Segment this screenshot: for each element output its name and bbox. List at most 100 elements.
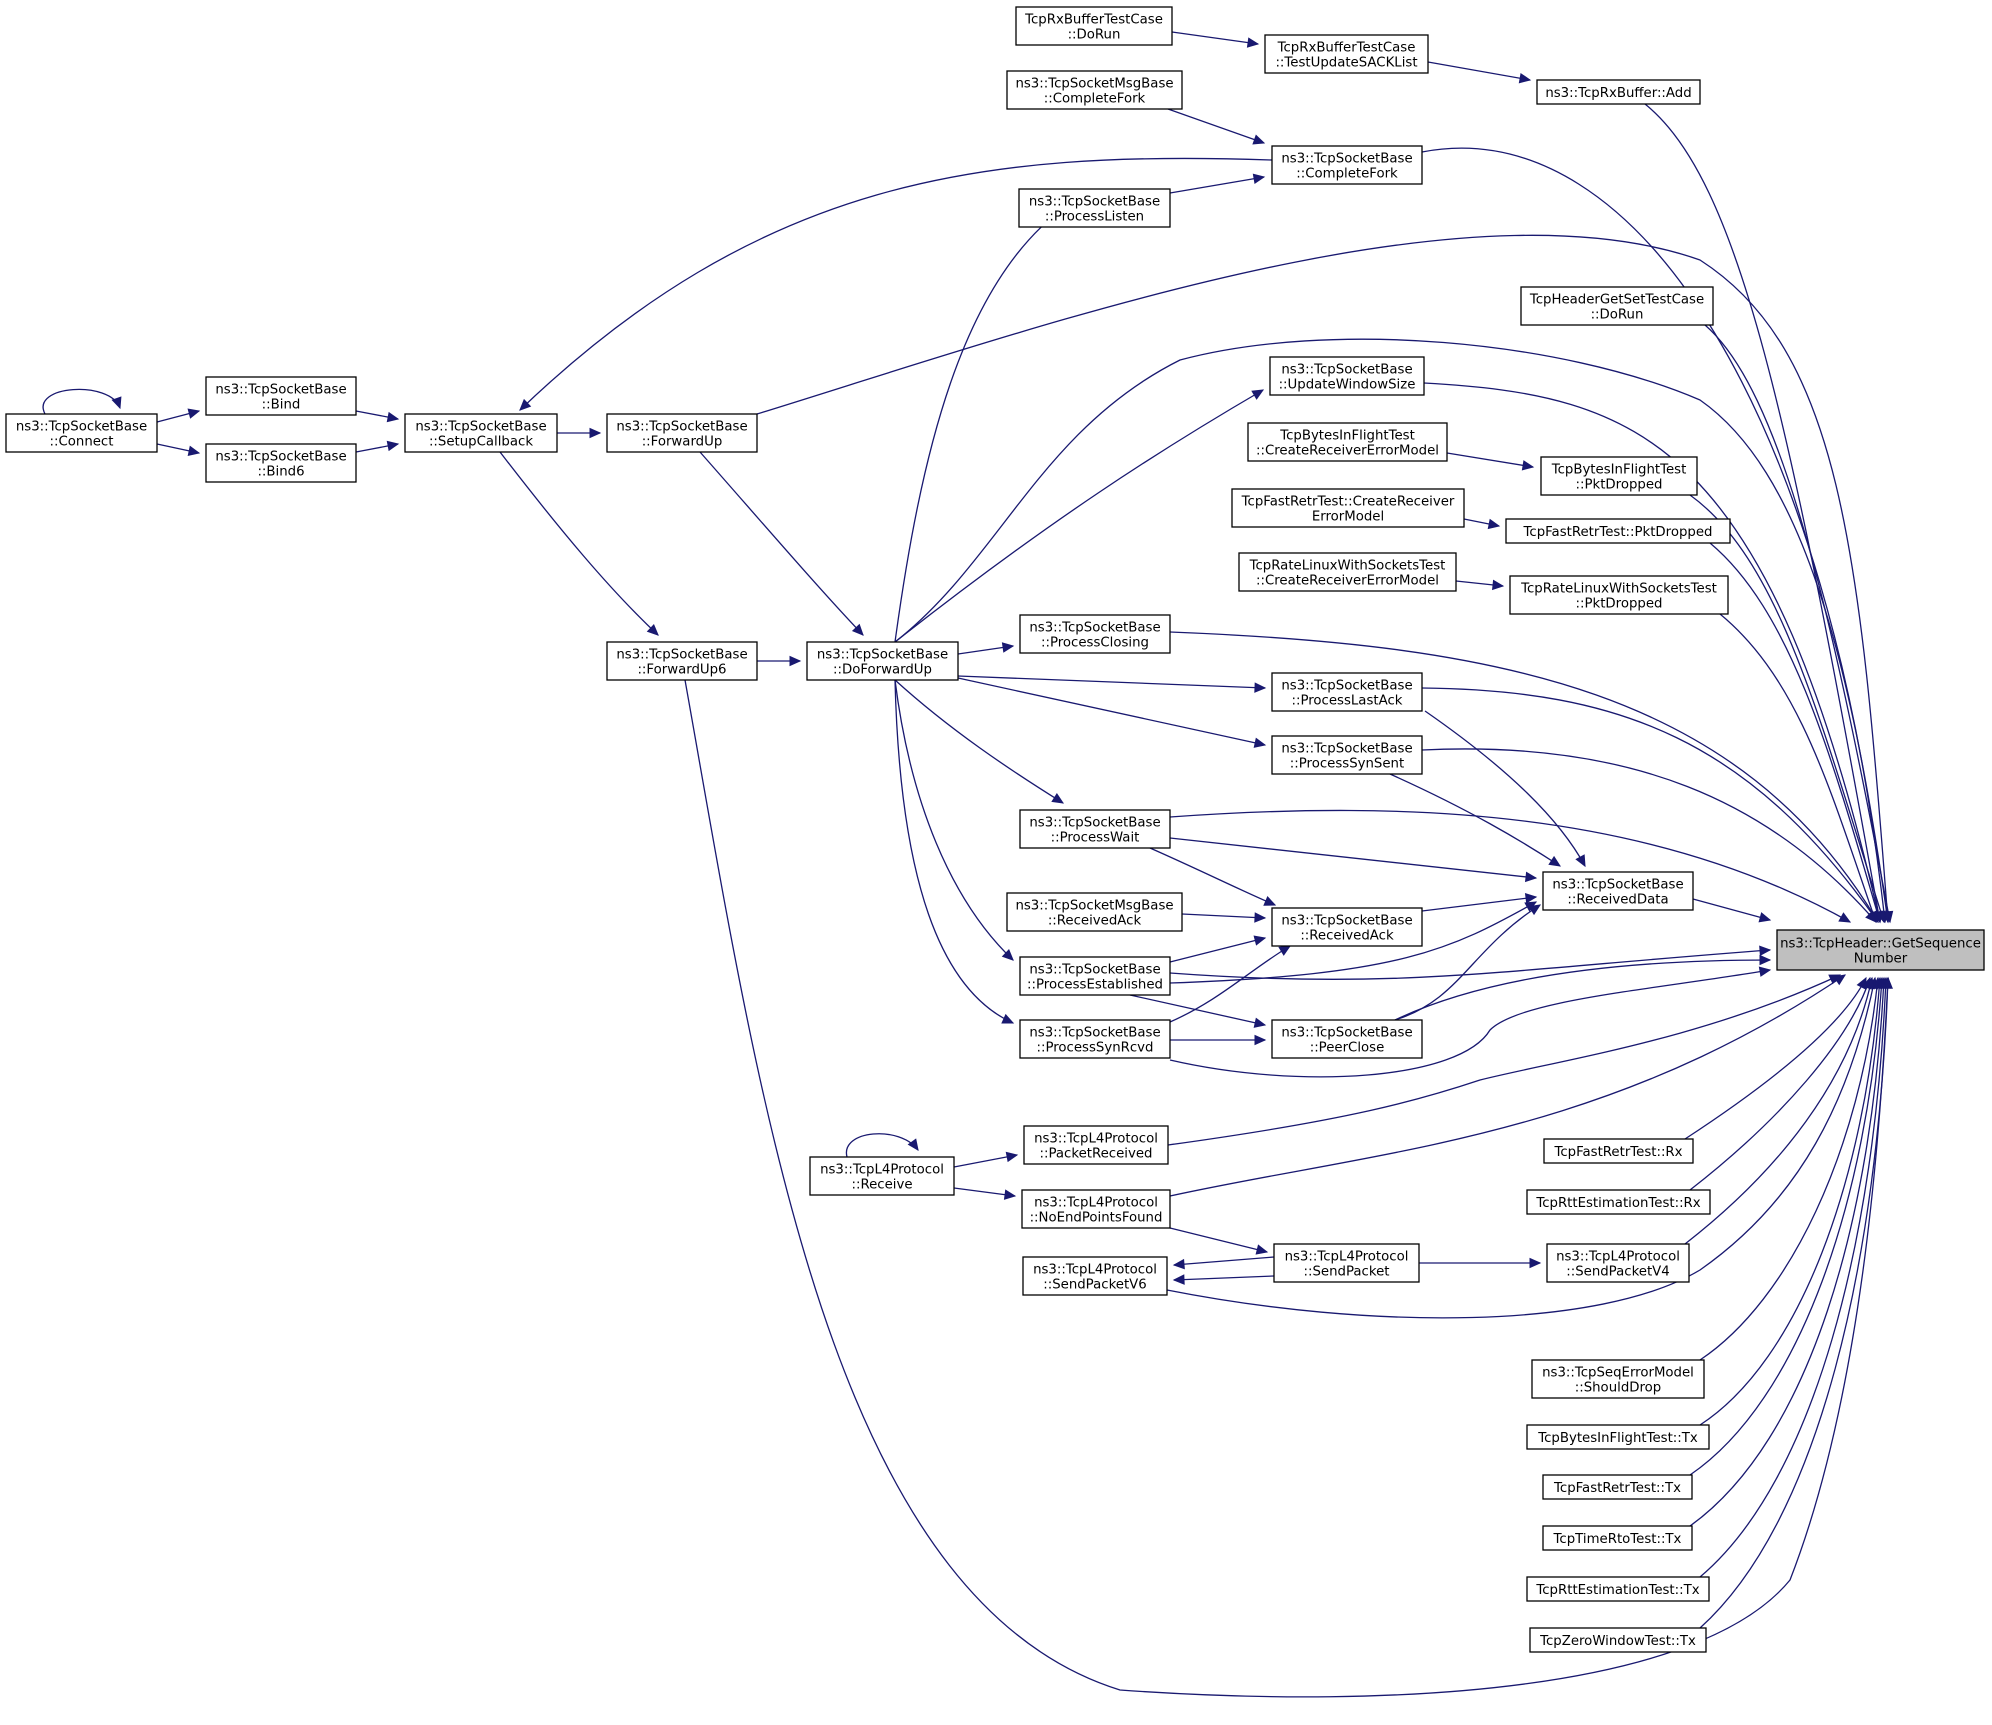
edge-setupcb-to-forwardup: [557, 427, 602, 439]
node-box: [1019, 614, 1171, 654]
node-msg_receivedack[interactable]: ns3::TcpSocketMsgBase::ReceivedAck: [1006, 892, 1183, 932]
node-box: [1509, 575, 1729, 615]
node-msg_completefork[interactable]: ns3::TcpSocketMsgBase::CompleteFork: [1006, 70, 1183, 110]
edge-doforwardup-to-wait: [894, 679, 1065, 804]
edge-synrcvd-to-peerclose: [1170, 1034, 1267, 1046]
edge-arrowhead: [386, 440, 400, 452]
node-box: [404, 413, 558, 453]
node-hdr_dorun[interactable]: TcpHeaderGetSetTestCase::DoRun: [1520, 286, 1714, 326]
node-rxbuf_dorun[interactable]: TcpRxBufferTestCase::DoRun: [1015, 6, 1173, 46]
edge-doforwardup-to-lastack: [957, 675, 1267, 693]
node-box: [1019, 809, 1171, 849]
node-label: ::SendPacket: [1304, 1265, 1390, 1280]
node-receiveddata[interactable]: ns3::TcpSocketBase::ReceivedData: [1542, 871, 1694, 911]
edge-arrowhead: [519, 398, 532, 411]
edge-line: [1169, 837, 1537, 879]
node-setupcb[interactable]: ns3::TcpSocketBase::SetupCallback: [404, 413, 558, 453]
node-label: ns3::TcpSocketBase: [215, 383, 346, 398]
edge-arrowhead: [1253, 1017, 1267, 1028]
node-closing[interactable]: ns3::TcpSocketBase::ProcessClosing: [1019, 614, 1171, 654]
node-forwardup[interactable]: ns3::TcpSocketBase::ForwardUp: [606, 413, 758, 453]
node-box: [1542, 1474, 1693, 1500]
edge-arrowhead: [1882, 976, 1893, 989]
node-l4_sendv6[interactable]: ns3::TcpL4Protocol::SendPacketV6: [1022, 1256, 1168, 1296]
node-bind6[interactable]: ns3::TcpSocketBase::Bind6: [205, 443, 357, 483]
edge-line: [1699, 977, 1887, 1578]
node-synrcvd[interactable]: ns3::TcpSocketBase::ProcessSynRcvd: [1019, 1019, 1171, 1059]
node-bind[interactable]: ns3::TcpSocketBase::Bind: [205, 376, 357, 416]
node-box: [1264, 34, 1429, 74]
edge-established-to-receivedack: [1169, 935, 1267, 963]
node-bif_pkt[interactable]: TcpBytesInFlightTest::PktDropped: [1540, 456, 1698, 496]
node-fr_rx[interactable]: TcpFastRetrTest::Rx: [1543, 1138, 1694, 1164]
edge-line: [953, 1154, 1018, 1168]
node-label: TcpZeroWindowTest::Tx: [1539, 1634, 1696, 1649]
edge-line: [1173, 1256, 1275, 1266]
edge-line: [1704, 324, 1891, 923]
edge-arrowhead: [1758, 966, 1772, 977]
edge-line: [894, 679, 1014, 961]
edge-arrowhead: [1254, 912, 1267, 923]
node-box: [1536, 79, 1701, 105]
node-updatewin[interactable]: ns3::TcpSocketBase::UpdateWindowSize: [1269, 356, 1425, 396]
node-l4_pktrecv[interactable]: ns3::TcpL4Protocol::PacketReceived: [1023, 1125, 1169, 1165]
node-rl_create[interactable]: TcpRateLinuxWithSocketsTest::CreateRecei…: [1238, 552, 1457, 592]
node-forwardup6[interactable]: ns3::TcpSocketBase::ForwardUp6: [606, 641, 758, 681]
node-receivedack[interactable]: ns3::TcpSocketBase::ReceivedAck: [1271, 907, 1423, 947]
node-rto_tx[interactable]: TcpTimeRtoTest::Tx: [1542, 1525, 1693, 1551]
node-seqerr[interactable]: ns3::TcpSeqErrorModel::ShouldDrop: [1531, 1359, 1705, 1399]
edge-peerclose-to-receiveddata: [1394, 904, 1542, 1021]
node-rtt_rx[interactable]: TcpRttEstimationTest::Rx: [1526, 1189, 1711, 1215]
edge-arrowhead: [1263, 896, 1277, 906]
node-completefork[interactable]: ns3::TcpSocketBase::CompleteFork: [1271, 145, 1423, 185]
edge-processlisten-to-completefork: [1169, 173, 1266, 194]
node-label: TcpFastRetrTest::Tx: [1553, 1481, 1681, 1496]
edge-arrowhead: [1252, 134, 1266, 145]
node-connect[interactable]: ns3::TcpSocketBase::Connect: [5, 413, 158, 453]
edge-arrowhead: [1253, 935, 1267, 946]
node-established[interactable]: ns3::TcpSocketBase::ProcessEstablished: [1019, 956, 1171, 996]
edge-line: [957, 677, 1266, 746]
edge-line: [1689, 494, 1885, 923]
node-label: ns3::TcpSocketMsgBase: [1015, 77, 1173, 92]
edge-line: [1709, 542, 1881, 923]
node-l4_noendpoints[interactable]: ns3::TcpL4Protocol::NoEndPointsFound: [1021, 1189, 1171, 1229]
node-label: ::ProcessWait: [1051, 831, 1140, 846]
node-label: ::CreateReceiverErrorModel: [1256, 574, 1439, 589]
node-bif_tx[interactable]: TcpBytesInFlightTest::Tx: [1526, 1424, 1710, 1450]
node-l4_receive[interactable]: ns3::TcpL4Protocol::Receive: [809, 1156, 955, 1196]
node-label: ::ReceivedAck: [1048, 914, 1142, 929]
node-wait[interactable]: ns3::TcpSocketBase::ProcessWait: [1019, 809, 1171, 849]
node-doforwardup[interactable]: ns3::TcpSocketBase::DoForwardUp: [806, 641, 959, 681]
node-bif_create[interactable]: TcpBytesInFlightTest::CreateReceiverErro…: [1247, 422, 1448, 462]
edge-arrowhead: [187, 408, 201, 419]
node-processlisten[interactable]: ns3::TcpSocketBase::ProcessListen: [1018, 188, 1171, 228]
node-rxbuf_add[interactable]: ns3::TcpRxBuffer::Add: [1536, 79, 1701, 105]
node-rxbuf_sack[interactable]: TcpRxBufferTestCase::TestUpdateSACKList: [1264, 34, 1429, 74]
node-lastack[interactable]: ns3::TcpSocketBase::ProcessLastAck: [1271, 672, 1423, 712]
node-box: [1018, 188, 1171, 228]
node-label: TcpFastRetrTest::Rx: [1553, 1145, 1682, 1160]
node-fr_create[interactable]: TcpFastRetrTest::CreateReceiverErrorMode…: [1231, 488, 1465, 528]
node-l4_sendpacket[interactable]: ns3::TcpL4Protocol::SendPacket: [1273, 1243, 1420, 1283]
node-l4_sendv4[interactable]: ns3::TcpL4Protocol::SendPacketV4: [1546, 1243, 1690, 1283]
node-label: ::SendPacketV4: [1566, 1265, 1670, 1280]
node-synsent[interactable]: ns3::TcpSocketBase::ProcessSynSent: [1271, 735, 1423, 775]
node-label: TcpRateLinuxWithSocketsTest: [1249, 559, 1446, 574]
node-rl_pkt[interactable]: TcpRateLinuxWithSocketsTest::PktDropped: [1509, 575, 1729, 615]
edge-forwardup-to-doforwardup: [699, 451, 864, 636]
node-fr_pkt[interactable]: TcpFastRetrTest::PktDropped: [1505, 518, 1731, 544]
edge-doforwardup-to-synsent: [957, 677, 1267, 748]
node-peerclose[interactable]: ns3::TcpSocketBase::PeerClose: [1271, 1019, 1423, 1059]
node-zw_tx[interactable]: TcpZeroWindowTest::Tx: [1529, 1627, 1707, 1653]
node-label: ns3::TcpSocketBase: [1029, 816, 1160, 831]
edge-arrowhead: [1833, 974, 1847, 986]
node-fr_tx[interactable]: TcpFastRetrTest::Tx: [1542, 1474, 1693, 1500]
edge-forwardup6-to-doforwardup: [757, 655, 802, 667]
edge-line: [1689, 977, 1871, 1191]
edge-arrowhead: [1001, 1013, 1015, 1024]
node-rtt_tx[interactable]: TcpRttEstimationTest::Tx: [1526, 1576, 1710, 1602]
edge-arrowhead: [1246, 37, 1260, 48]
